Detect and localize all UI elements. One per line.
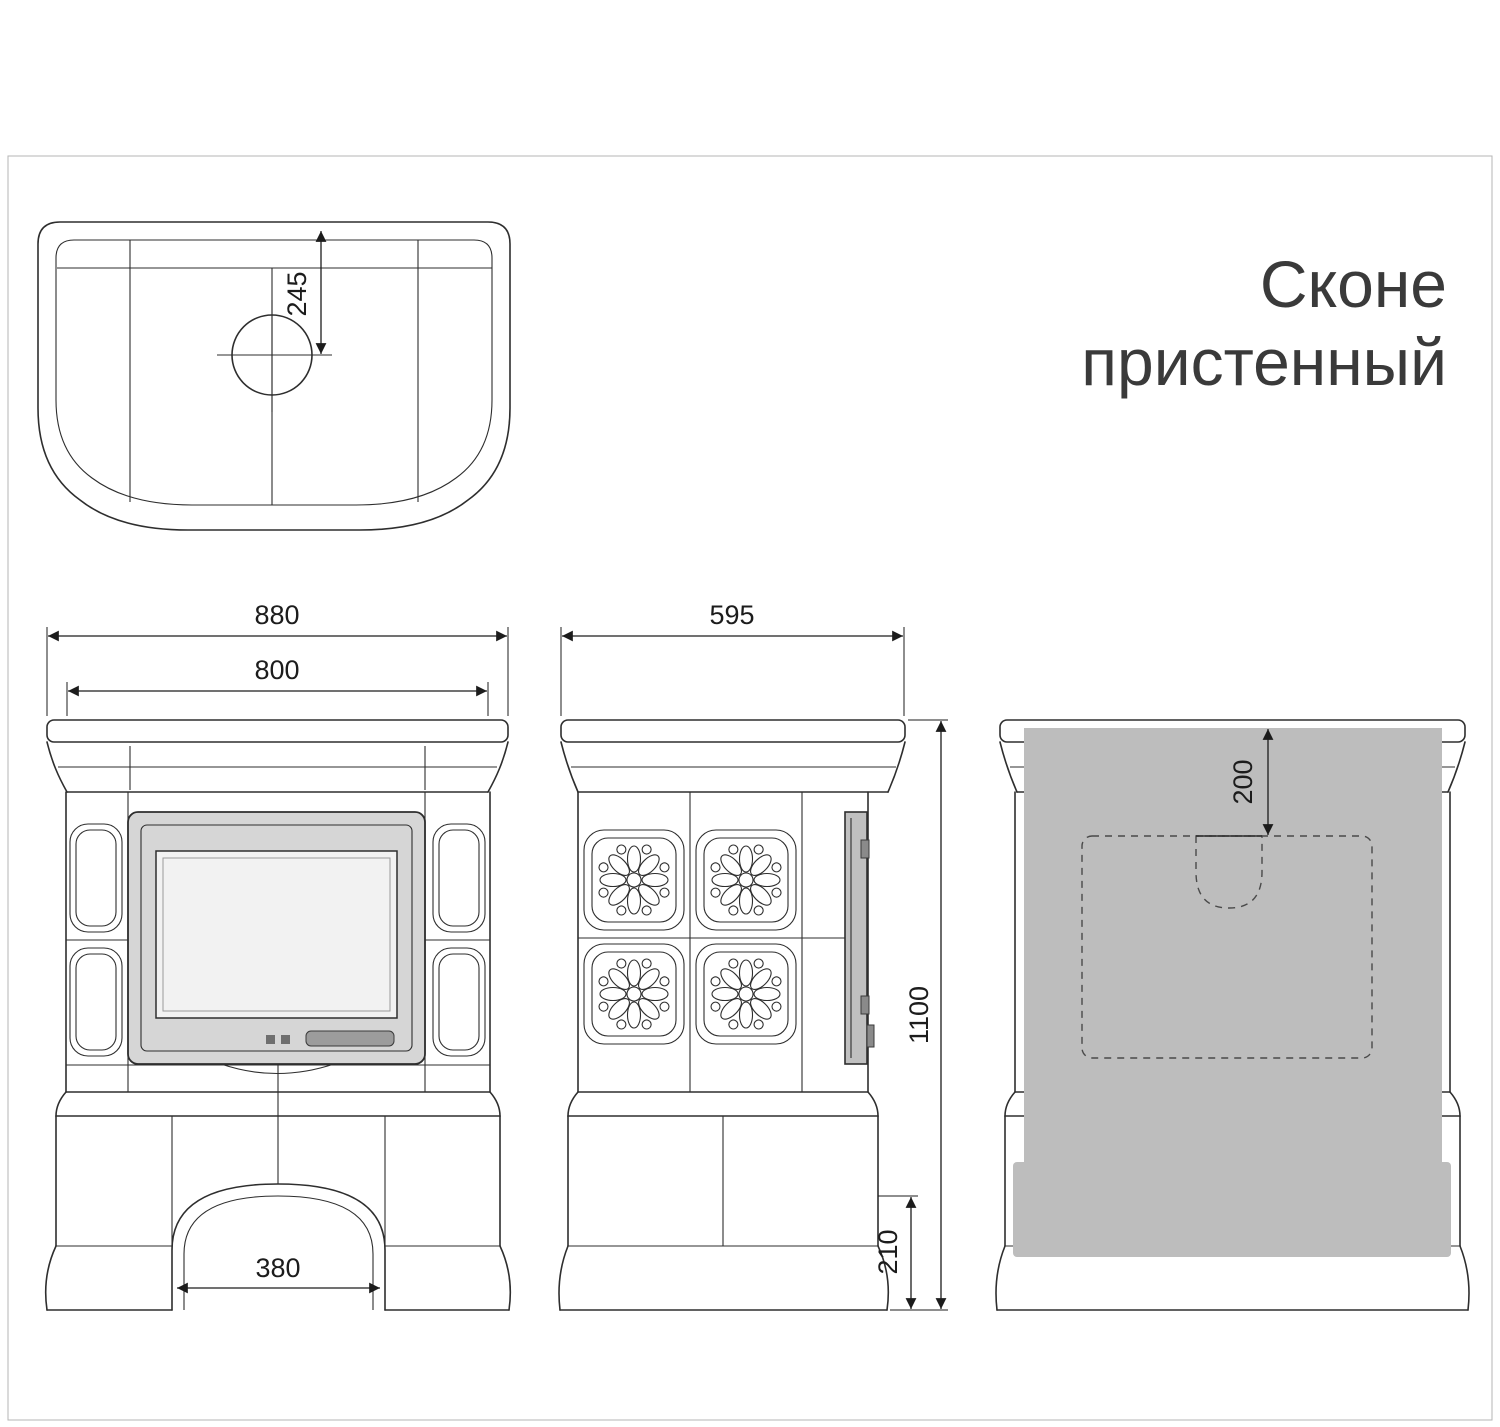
dimension-label-595: 595 (709, 600, 754, 630)
dimension-label-800: 800 (254, 655, 299, 685)
side-tile-3 (584, 944, 684, 1044)
rear-flue-notch (1195, 835, 1263, 909)
dimension-label-380: 380 (255, 1253, 300, 1283)
door-handle (305, 1030, 395, 1047)
dimension-label-200: 200 (1228, 759, 1258, 804)
front-left-lower-panel (69, 947, 123, 1057)
dimension-label-245: 245 (282, 271, 312, 316)
dimension-label-880: 880 (254, 600, 299, 630)
side-view: 595 (558, 600, 948, 1311)
title-line-1: Сконе (1260, 247, 1447, 321)
firebox-door (127, 811, 426, 1074)
page-border-frame (7, 155, 1493, 1421)
door-edge-profile (844, 811, 875, 1065)
top-view: 245 (37, 221, 511, 531)
drawing-title: Сконе пристенный (1081, 247, 1447, 399)
rear-heat-shield-panel (1024, 728, 1442, 1162)
rear-base-panel (1013, 1162, 1451, 1257)
front-right-upper-panel (432, 823, 486, 933)
door-knob-left (266, 1035, 275, 1044)
dimension-label-1100: 1100 (904, 986, 934, 1044)
title-line-2: пристенный (1081, 325, 1447, 399)
side-tile-2 (696, 830, 796, 930)
front-left-upper-panel (69, 823, 123, 933)
front-right-lower-panel (432, 947, 486, 1057)
rear-view: 200 (995, 719, 1470, 1311)
door-glass (155, 850, 398, 1019)
side-tile-4 (696, 944, 796, 1044)
side-tile-1 (584, 830, 684, 930)
dimension-label-210: 210 (873, 1229, 903, 1274)
front-view: 880 800 (44, 600, 512, 1311)
door-knob-right (281, 1035, 290, 1044)
base-arch (171, 1183, 386, 1311)
